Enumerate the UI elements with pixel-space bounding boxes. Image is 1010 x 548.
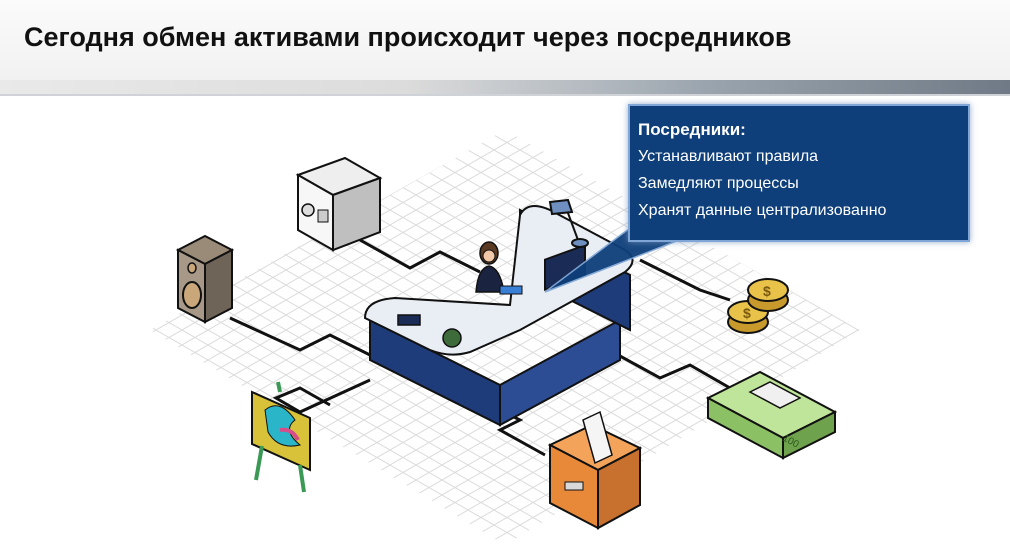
clerk-figure (475, 241, 523, 295)
reception-desk (363, 205, 634, 427)
painting-easel-icon (251, 381, 311, 493)
coin-symbol: $ (763, 283, 771, 299)
header-decoration-band (0, 80, 1010, 96)
coin-symbol: $ (743, 305, 751, 321)
ballot-box-icon (547, 410, 643, 530)
coins-icon: $ $ (727, 278, 789, 334)
safe-icon (295, 156, 383, 252)
banknotes-icon: 100 (705, 370, 838, 460)
speaker-icon (175, 234, 235, 324)
connection-lines (229, 238, 731, 457)
slide-title: Сегодня обмен активами происходит через … (24, 22, 792, 52)
intermediaries-callout: Посредники: Устанавливают правила Замедл… (628, 104, 970, 242)
callout-item: Замедляют процессы (638, 175, 799, 192)
callout-item: Хранят данные централизованно (638, 202, 887, 219)
callout-item: Устанавливают правила (638, 148, 819, 165)
desk-lamp (548, 198, 589, 248)
header-bar: Сегодня обмен активами происходит через … (0, 0, 1010, 80)
callout-title: Посредники: (638, 120, 746, 139)
